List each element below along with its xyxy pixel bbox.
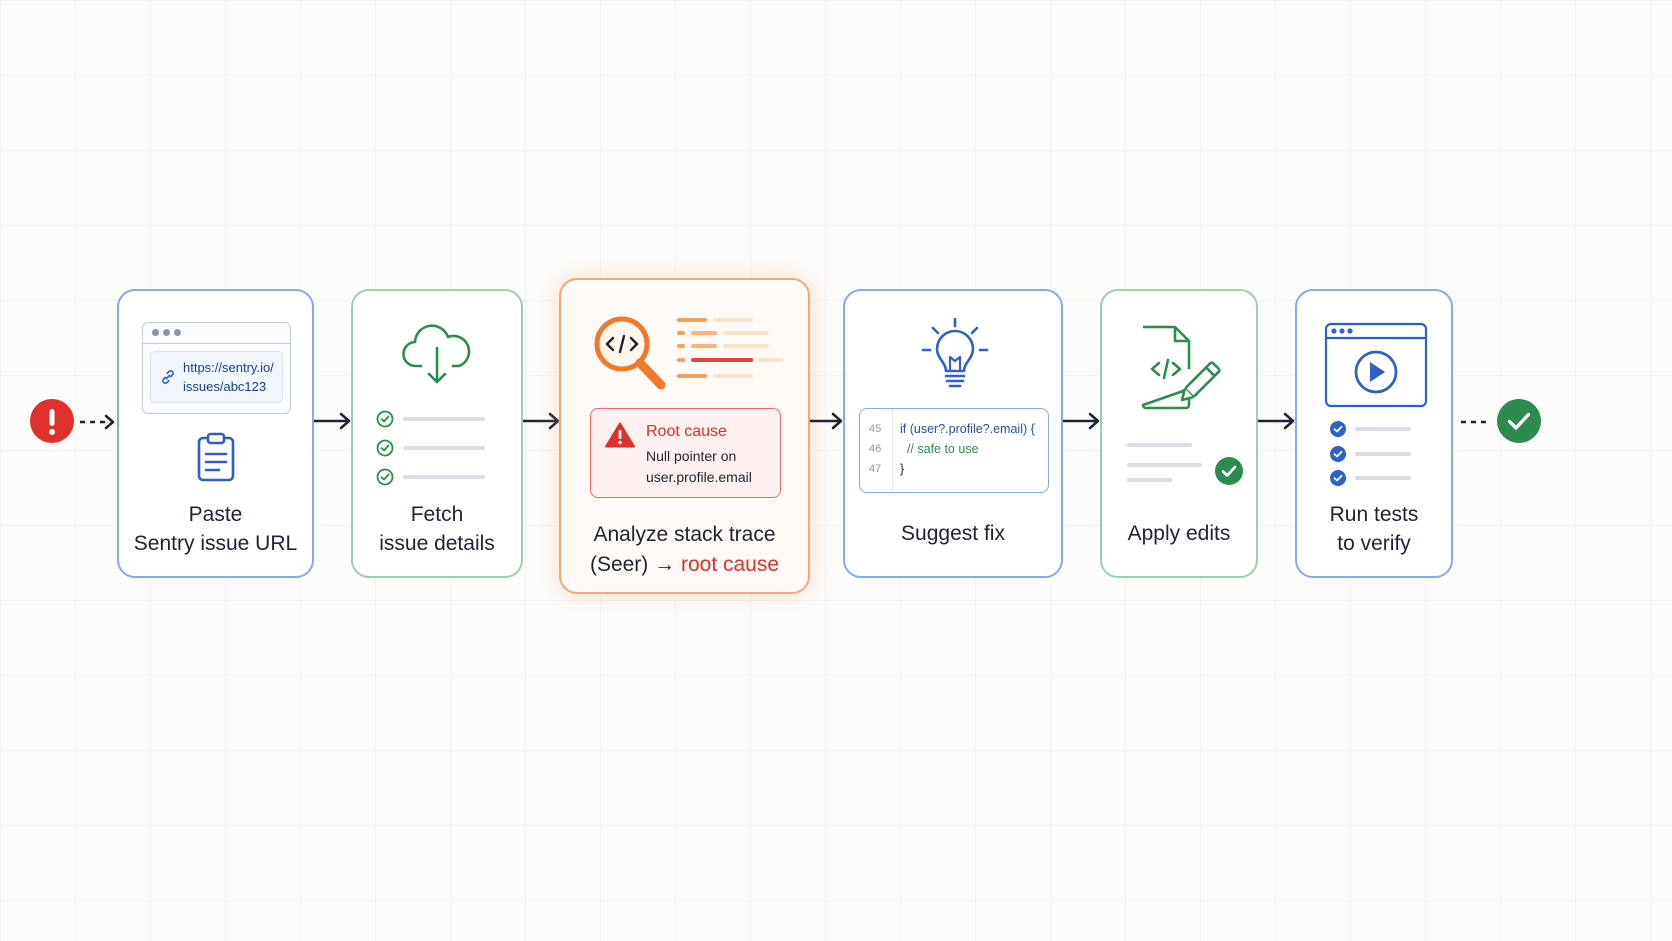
browser-window-icon: https://sentry.io/ issues/abc123 bbox=[142, 322, 291, 414]
url-line-1: https://sentry.io/ bbox=[183, 360, 274, 375]
test-line bbox=[1355, 452, 1411, 456]
detail-line bbox=[403, 475, 485, 479]
flow-arrow bbox=[1258, 412, 1295, 430]
url-box: https://sentry.io/ issues/abc123 bbox=[150, 351, 283, 403]
flow-arrow bbox=[523, 412, 560, 430]
play-window-icon bbox=[1324, 322, 1428, 408]
step-label-line-1: Fetch bbox=[410, 503, 464, 526]
error-alert-icon bbox=[30, 399, 74, 443]
detail-line bbox=[403, 417, 485, 421]
check-circle-icon bbox=[1215, 457, 1243, 485]
step-label-paste: Paste Sentry issue URL bbox=[119, 500, 312, 558]
clipboard-icon bbox=[197, 432, 235, 482]
file-code-edit-icon bbox=[1141, 325, 1221, 410]
check-circle-icon bbox=[1330, 421, 1346, 437]
end-dashed-line bbox=[1461, 420, 1491, 424]
edit-line bbox=[1127, 463, 1202, 467]
detail-line bbox=[403, 446, 485, 450]
check-circle-icon bbox=[376, 410, 394, 428]
success-check-icon bbox=[1497, 399, 1541, 443]
line-number: 47 bbox=[869, 463, 882, 475]
code-line: if (user?.profile?.email) { bbox=[900, 422, 1035, 436]
url-line-2: issues/abc123 bbox=[183, 379, 267, 394]
root-cause-line-2: user.profile.email bbox=[646, 469, 752, 485]
step-label-suggest-fix: Suggest fix bbox=[901, 522, 1005, 545]
check-circle-icon bbox=[1330, 470, 1346, 486]
step-label-line-1: Paste bbox=[188, 503, 243, 526]
test-line bbox=[1355, 476, 1411, 480]
step-card-run-tests: Run tests to verify bbox=[1295, 289, 1453, 578]
step-label-line-2: issue details bbox=[379, 532, 495, 555]
step-card-apply-edits: Apply edits bbox=[1100, 289, 1258, 578]
step-label-prefix: (Seer) → bbox=[589, 553, 681, 576]
step-label-line-1: Run tests bbox=[1329, 503, 1419, 526]
flow-arrow bbox=[810, 412, 843, 430]
step-label-highlight: root cause bbox=[680, 553, 780, 576]
check-circle-icon bbox=[376, 468, 394, 486]
step-label-line-2: Sentry issue URL bbox=[133, 532, 298, 555]
step-label-line-2: to verify bbox=[1337, 532, 1411, 555]
test-line bbox=[1355, 427, 1411, 431]
code-line: } bbox=[900, 462, 905, 476]
code-comment: // safe to use bbox=[900, 442, 979, 456]
line-number: 45 bbox=[869, 423, 882, 435]
cloud-download-icon bbox=[402, 324, 471, 384]
step-label-line-1: Analyze stack trace bbox=[593, 523, 776, 546]
check-circle-icon bbox=[376, 439, 394, 457]
root-cause-line-1: Null pointer on bbox=[646, 448, 737, 464]
step-label-apply-edits: Apply edits bbox=[1127, 522, 1231, 545]
flow-arrow bbox=[314, 412, 351, 430]
stack-trace-lines bbox=[677, 318, 787, 390]
step-label-analyze: Analyze stack trace (Seer) → root cause bbox=[561, 520, 808, 580]
root-cause-box: Root cause Null pointer on user.profile.… bbox=[590, 408, 781, 498]
line-number: 46 bbox=[869, 443, 882, 455]
lightbulb-icon bbox=[921, 317, 989, 388]
step-card-paste: https://sentry.io/ issues/abc123 Paste S… bbox=[117, 289, 314, 578]
warning-triangle-icon bbox=[605, 422, 635, 448]
edit-line bbox=[1127, 478, 1172, 482]
root-cause-description: Null pointer on user.profile.email bbox=[646, 446, 752, 488]
magnifier-code-icon bbox=[594, 316, 666, 390]
step-card-analyze: Root cause Null pointer on user.profile.… bbox=[559, 278, 810, 594]
flow-arrow bbox=[1063, 412, 1100, 430]
check-circle-icon bbox=[1330, 446, 1346, 462]
step-label-fetch: Fetch issue details bbox=[353, 500, 521, 558]
step-card-fetch: Fetch issue details bbox=[351, 289, 523, 578]
start-dashed-arrow bbox=[80, 414, 115, 430]
edit-line bbox=[1127, 443, 1192, 447]
step-card-suggest-fix: 45 46 47 if (user?.profile?.email) { // … bbox=[843, 289, 1063, 578]
step-label-run-tests: Run tests to verify bbox=[1297, 500, 1451, 558]
step-label-line-2: (Seer) → root cause bbox=[561, 550, 808, 580]
line-number-gutter bbox=[860, 409, 893, 492]
link-icon bbox=[162, 370, 174, 384]
root-cause-title: Root cause bbox=[646, 423, 727, 440]
code-snippet: 45 46 47 if (user?.profile?.email) { // … bbox=[859, 408, 1049, 493]
url-text: https://sentry.io/ issues/abc123 bbox=[183, 358, 274, 396]
